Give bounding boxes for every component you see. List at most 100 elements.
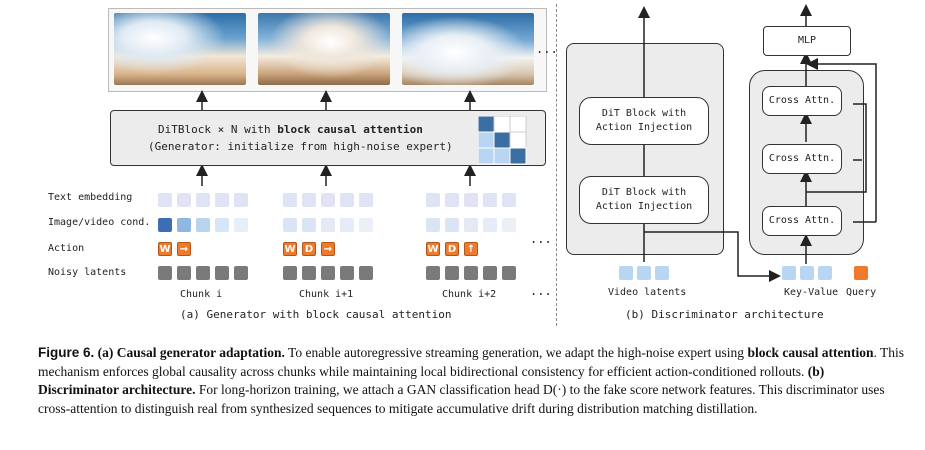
text-token — [215, 193, 229, 207]
latent-token — [158, 266, 172, 280]
latent-token — [359, 266, 373, 280]
text-token — [445, 193, 459, 207]
key-value-token — [800, 266, 814, 280]
discriminator-arrows — [638, 4, 877, 282]
text-token — [177, 193, 191, 207]
cross-attn-block-1: Cross Attn. — [762, 86, 842, 116]
chunks-ellipsis: ... — [530, 284, 552, 298]
action-key-arrow-right: → — [177, 242, 191, 256]
cond-token — [215, 218, 229, 232]
latent-token — [215, 266, 229, 280]
video-latents-label: Video latents — [608, 287, 687, 298]
cond-token — [177, 218, 191, 232]
dit-block-generator — [110, 110, 546, 166]
row-label-noisy-latents: Noisy latents — [48, 267, 127, 278]
action-key-w: W — [283, 242, 297, 256]
latent-token — [445, 266, 459, 280]
row-label-image-video-cond: Image/video cond. — [48, 217, 151, 228]
dit-block-title: DiTBlock × N with block causal attention — [158, 123, 423, 136]
cond-token — [321, 218, 335, 232]
query-label: Query — [846, 287, 877, 298]
action-key-d: D — [302, 242, 316, 256]
cond-token — [283, 218, 297, 232]
caption-part-b-title: (b) Discriminator architecture. — [38, 363, 825, 398]
latent-token — [464, 266, 478, 280]
action-key-w: W — [158, 242, 172, 256]
discriminator-subcaption: (b) Discriminator architecture — [625, 308, 824, 321]
figure-caption: Figure 6. (a) Causal generator adaptatio… — [38, 344, 908, 418]
row-label-action: Action — [48, 243, 85, 254]
cond-token — [340, 218, 354, 232]
latent-token — [234, 266, 248, 280]
dit-block-title-prefix: DiTBlock × N with — [158, 123, 278, 136]
dit-block-action-injection-1: DiT Block with Action Injection — [579, 97, 709, 145]
text-token — [158, 193, 172, 207]
text-token — [502, 193, 516, 207]
text-token — [464, 193, 478, 207]
action-key-arrow-right: → — [321, 242, 335, 256]
video-latent-token — [655, 266, 669, 280]
text-token — [283, 193, 297, 207]
query-token — [854, 266, 868, 280]
latent-token — [483, 266, 497, 280]
dit-block-subtitle: (Generator: initialize from high-noise e… — [148, 140, 453, 153]
video-latent-token — [619, 266, 633, 280]
latent-token — [283, 266, 297, 280]
text-token — [359, 193, 373, 207]
latent-token — [321, 266, 335, 280]
cond-token — [196, 218, 210, 232]
latent-token — [340, 266, 354, 280]
text-token — [321, 193, 335, 207]
caption-part-a-text-2: . This mechanism enforces global causali… — [38, 345, 904, 379]
latent-token — [502, 266, 516, 280]
text-token — [196, 193, 210, 207]
dit-block-title-bold: block causal attention — [277, 123, 423, 136]
generator-subcaption: (a) Generator with block causal attentio… — [180, 308, 452, 321]
caption-part-a-bold: block causal attention — [747, 345, 874, 360]
latent-token — [426, 266, 440, 280]
cross-attn-block-3: Cross Attn. — [762, 206, 842, 236]
key-value-token — [782, 266, 796, 280]
action-key-w: W — [426, 242, 440, 256]
frames-ellipsis: ... — [536, 42, 558, 56]
caption-part-a-title: (a) Causal generator adaptation. — [97, 345, 285, 360]
video-latent-token — [637, 266, 651, 280]
action-key-d: D — [445, 242, 459, 256]
chunk-label-i1: Chunk i+1 — [299, 289, 354, 300]
mlp-block: MLP — [763, 26, 851, 56]
key-value-label: Key-Value — [784, 287, 839, 298]
latent-token — [302, 266, 316, 280]
cross-attn-block-2: Cross Attn. — [762, 144, 842, 174]
text-token — [234, 193, 248, 207]
cond-token — [359, 218, 373, 232]
causal-mask-matrix — [478, 116, 527, 165]
row-label-text-embedding: Text embedding — [48, 192, 133, 203]
cond-token — [502, 218, 516, 232]
chunk-label-i: Chunk i — [180, 289, 223, 300]
cond-token — [158, 218, 172, 232]
caption-part-a-text-1: To enable autoregressive streaming gener… — [284, 345, 748, 360]
panel-divider — [556, 4, 557, 326]
chunk-label-i2: Chunk i+2 — [442, 289, 497, 300]
generator-arrows — [196, 90, 476, 186]
caption-part-b-text: For long-horizon training, we attach a G… — [38, 382, 885, 416]
text-token — [340, 193, 354, 207]
latent-token — [177, 266, 191, 280]
text-token — [426, 193, 440, 207]
cond-token — [445, 218, 459, 232]
action-ellipsis: ... — [530, 232, 552, 246]
latent-token — [196, 266, 210, 280]
caption-figure-label: Figure 6. — [38, 345, 95, 360]
key-value-token — [818, 266, 832, 280]
video-frame-1 — [114, 13, 246, 85]
cond-token — [234, 218, 248, 232]
dit-block-action-injection-2: DiT Block with Action Injection — [579, 176, 709, 224]
text-token — [302, 193, 316, 207]
action-key-arrow-up: ↑ — [464, 242, 478, 256]
text-token — [483, 193, 497, 207]
cond-token — [426, 218, 440, 232]
video-frame-3 — [402, 13, 534, 85]
cond-token — [483, 218, 497, 232]
video-frame-2 — [258, 13, 390, 85]
cond-token — [464, 218, 478, 232]
